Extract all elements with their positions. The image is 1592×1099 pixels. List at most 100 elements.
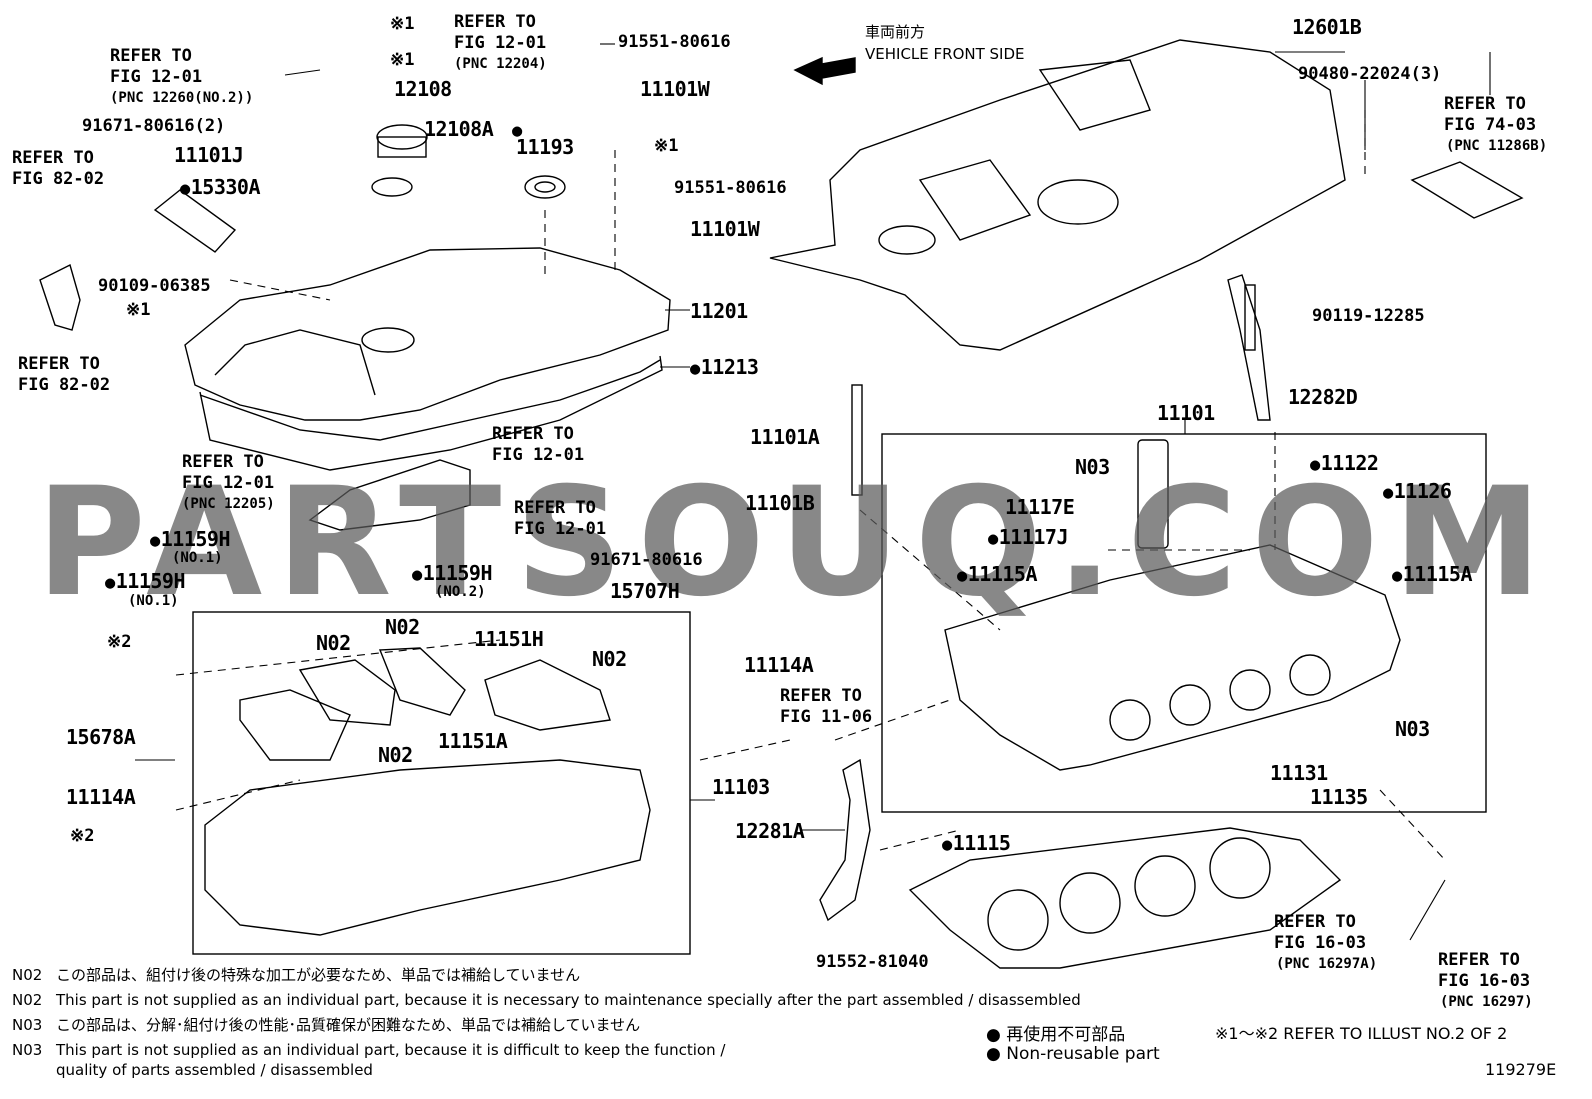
part-N03-b[interactable]: N03: [1395, 717, 1430, 741]
note-1-code: N02: [12, 966, 43, 984]
ref2-line3[interactable]: (PNC 12204): [454, 56, 547, 72]
part-11114A-b[interactable]: 11114A: [66, 785, 136, 809]
part-N02-d[interactable]: N02: [378, 743, 413, 767]
head-gasket: [908, 827, 1342, 969]
part-11151H[interactable]: 11151H: [474, 627, 544, 651]
part-11135[interactable]: 11135: [1310, 785, 1368, 809]
part-12108[interactable]: 12108: [394, 77, 452, 101]
ref3-line2[interactable]: FIG 82-02: [12, 169, 105, 189]
part-11103[interactable]: 11103: [712, 775, 770, 799]
ref1-line2[interactable]: FIG 12-01: [110, 67, 203, 87]
ref11-line2[interactable]: FIG 16-03: [1438, 971, 1531, 991]
part-N02-b[interactable]: N02: [385, 615, 420, 639]
cover-gasket: [199, 355, 663, 471]
ref6-line2[interactable]: FIG 12-01: [492, 445, 585, 465]
ref8-line2[interactable]: FIG 12-01: [514, 519, 607, 539]
part-11159H-b-sub: (NO.1): [128, 593, 179, 609]
cylinder-head: [944, 544, 1401, 771]
part-11117J[interactable]: 11117J: [988, 526, 1069, 550]
part-12282D[interactable]: 12282D: [1288, 385, 1358, 409]
breather-plate: [308, 459, 471, 531]
part-11101J[interactable]: 11101J: [174, 143, 244, 167]
ref10-line1[interactable]: REFER TO: [1274, 912, 1356, 932]
part-11115[interactable]: 11115: [942, 832, 1011, 856]
part-12108A[interactable]: 12108A: [424, 117, 494, 141]
part-15707H[interactable]: 15707H: [610, 579, 680, 603]
part-91551-b[interactable]: 91551-80616: [674, 178, 787, 198]
part-15678A[interactable]: 15678A: [66, 725, 136, 749]
part-91551-a[interactable]: 91551-80616: [618, 32, 731, 52]
part-N03-a[interactable]: N03: [1075, 455, 1110, 479]
ref4-line1[interactable]: REFER TO: [18, 354, 100, 374]
ref5-line1[interactable]: REFER TO: [1444, 94, 1526, 114]
part-11159H-c[interactable]: 11159H: [412, 562, 493, 586]
part-kome2-a: ※2: [107, 632, 132, 652]
ref10-line3[interactable]: (PNC 16297A): [1276, 956, 1378, 972]
part-91671-b[interactable]: 91671-80616: [590, 550, 703, 570]
note-4-text: This part is not supplied as an individu…: [56, 1041, 726, 1059]
part-11122[interactable]: 11122: [1310, 452, 1379, 476]
part-11115A-a[interactable]: 11115A: [957, 563, 1038, 587]
ref7-line3[interactable]: (PNC 12205): [182, 496, 275, 512]
ref11-line1[interactable]: REFER TO: [1438, 950, 1520, 970]
legend-jp-text: 再使用不可部品: [1006, 1025, 1126, 1045]
diagram-code: 119279E: [1485, 1060, 1557, 1079]
part-11117E[interactable]: 11117E: [1005, 495, 1075, 519]
part-N02-a[interactable]: N02: [316, 631, 351, 655]
part-11101B[interactable]: 11101B: [745, 491, 815, 515]
ref6-line1[interactable]: REFER TO: [492, 424, 574, 444]
cylinder-head-cover: [184, 247, 671, 421]
part-90119[interactable]: 90119-12285: [1312, 306, 1425, 326]
ref9-line2[interactable]: FIG 11-06: [780, 707, 873, 727]
part-N02-c[interactable]: N02: [592, 647, 627, 671]
ref10-line2[interactable]: FIG 16-03: [1274, 933, 1367, 953]
ref1-line1[interactable]: REFER TO: [110, 46, 192, 66]
part-11159H-c-sub: (NO.2): [435, 584, 486, 600]
part-11126[interactable]: 11126: [1383, 480, 1452, 504]
engine-cover-shape: [769, 39, 1346, 351]
ref7-line2[interactable]: FIG 12-01: [182, 473, 275, 493]
ref2-line1[interactable]: REFER TO: [454, 12, 536, 32]
ref3-line1[interactable]: REFER TO: [12, 148, 94, 168]
legend-en: ● Non-reusable part: [986, 1044, 1160, 1064]
ref2-line2[interactable]: FIG 12-01: [454, 33, 547, 53]
note-4-continuation: quality of parts assembled / disassemble…: [56, 1061, 373, 1079]
part-11114A-a[interactable]: 11114A: [744, 653, 814, 677]
part-12281A[interactable]: 12281A: [735, 819, 805, 843]
part-11193[interactable]: 11193: [516, 135, 574, 159]
ref4-line2[interactable]: FIG 82-02: [18, 375, 111, 395]
part-11159H-b[interactable]: 11159H: [105, 570, 186, 594]
ref9-line1[interactable]: REFER TO: [780, 686, 862, 706]
label-plate: [1410, 161, 1524, 219]
part-11159H-a[interactable]: 11159H: [150, 528, 231, 552]
part-12601B[interactable]: 12601B: [1292, 15, 1362, 39]
part-kome1-b: ※1: [390, 50, 415, 70]
part-91552[interactable]: 91552-81040: [816, 952, 929, 972]
part-11101A[interactable]: 11101A: [750, 425, 820, 449]
vehicle-front-en: VEHICLE FRONT SIDE: [865, 45, 1025, 63]
part-11151A[interactable]: 11151A: [438, 729, 508, 753]
ref8-line1[interactable]: REFER TO: [514, 498, 596, 518]
part-91671-a[interactable]: 91671-80616(2): [82, 116, 226, 136]
part-90109[interactable]: 90109-06385: [98, 276, 211, 296]
part-11213[interactable]: 11213: [690, 356, 759, 380]
ref7-line1[interactable]: REFER TO: [182, 452, 264, 472]
watermark: PARTSOUQ.COM: [35, 456, 1557, 630]
part-90480[interactable]: 90480-22024(3): [1298, 64, 1442, 84]
ref5-line2[interactable]: FIG 74-03: [1444, 115, 1537, 135]
part-11201[interactable]: 11201: [690, 299, 748, 323]
part-11101W-a[interactable]: 11101W: [640, 77, 710, 101]
part-15330A[interactable]: 15330A: [180, 176, 261, 200]
part-11115A-b[interactable]: 11115A: [1392, 563, 1473, 587]
legend-en-text: Non-reusable part: [1006, 1044, 1160, 1064]
ref11-line3[interactable]: (PNC 16297): [1440, 994, 1533, 1010]
part-11101[interactable]: 11101: [1157, 401, 1215, 425]
ref1-line3[interactable]: (PNC 12260(NO.2)): [110, 90, 254, 106]
part-11131[interactable]: 11131: [1270, 761, 1328, 785]
part-11101W-b[interactable]: 11101W: [690, 217, 760, 241]
note-3-text: この部品は、分解･組付け後の性能･品質確保が困難なため、単品では補給していません: [56, 1016, 641, 1034]
ref5-line3[interactable]: (PNC 11286B): [1446, 138, 1548, 154]
